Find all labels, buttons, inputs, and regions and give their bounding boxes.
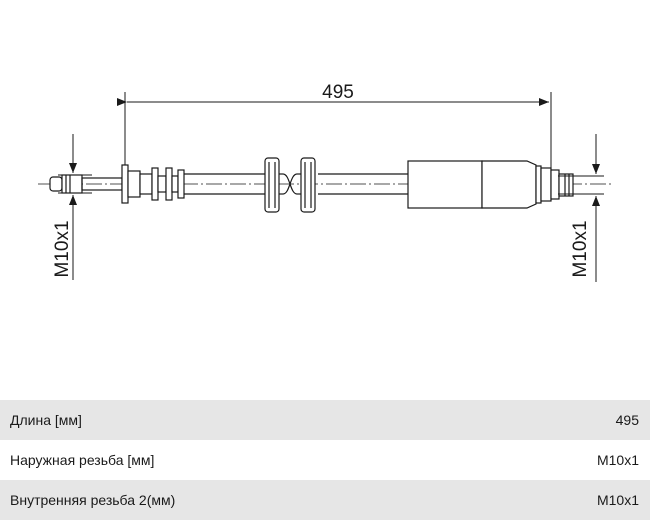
length-dimension — [117, 92, 552, 168]
spec-row-length: Длина [мм] 495 — [0, 400, 650, 440]
spec-label: Наружная резьба [мм] — [10, 452, 155, 468]
bracket-grommets — [264, 157, 316, 213]
technical-drawing: 495 — [38, 82, 612, 282]
spec-table: Длина [мм] 495 Наружная резьба [мм] M10x… — [0, 400, 650, 520]
left-fitting — [49, 164, 185, 204]
right-fitting — [407, 160, 574, 209]
left-thread-label: M10x1 — [52, 220, 73, 277]
right-thread-dimension — [558, 134, 604, 282]
spec-label: Внутренняя резьба 2(мм) — [10, 492, 176, 508]
spec-value: 495 — [615, 412, 639, 428]
spec-value: M10x1 — [596, 452, 639, 468]
right-thread-label: M10x1 — [570, 220, 591, 277]
left-thread-dimension — [58, 134, 92, 280]
spec-label: Длина [мм] — [10, 412, 82, 428]
length-dimension-label: 495 — [322, 82, 354, 103]
spec-row-external-thread: Наружная резьба [мм] M10x1 — [0, 440, 650, 480]
hose-body — [184, 173, 408, 195]
spec-row-internal-thread: Внутренняя резьба 2(мм) M10x1 — [0, 480, 650, 520]
spec-value: M10x1 — [596, 492, 639, 508]
